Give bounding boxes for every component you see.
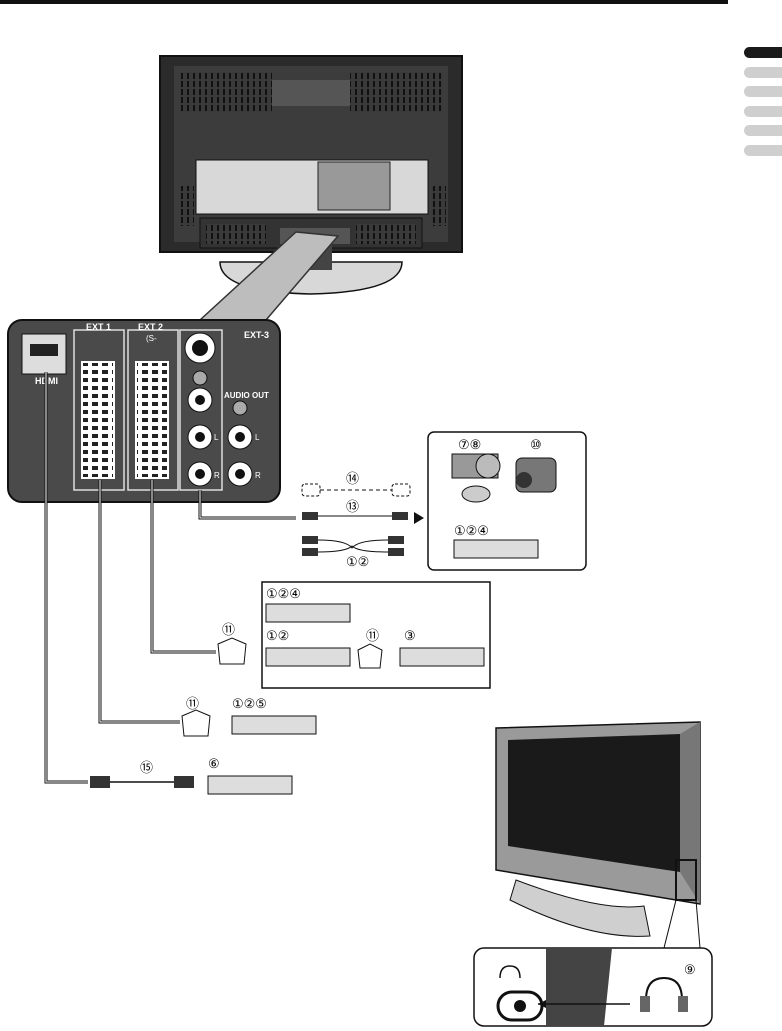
audio-out-label: AUDIO OUT xyxy=(224,391,269,400)
ext1-label: EXT 1 xyxy=(86,322,111,332)
section-tab-3[interactable] xyxy=(744,86,782,97)
top-rule xyxy=(0,0,728,4)
callout-6: ⑥ xyxy=(208,756,220,771)
callout-1-2-5: ①②⑤ xyxy=(232,696,267,711)
tv-front-view xyxy=(495,721,701,949)
right-channel-label: R xyxy=(214,471,220,480)
audio-right-label: R xyxy=(255,471,261,480)
callout-11-a: ⑪ xyxy=(222,622,235,637)
callout-9: ⑨ xyxy=(684,962,696,977)
callout-13: ⑬ xyxy=(346,499,359,514)
ext2-devices-box xyxy=(261,581,491,689)
headphones-icon xyxy=(645,976,683,1001)
callout-1-2-4-ext2: ①②④ xyxy=(266,586,301,601)
section-tab-6[interactable] xyxy=(744,145,782,156)
device-box-hdmi xyxy=(207,775,293,795)
section-tab-2[interactable] xyxy=(744,67,782,78)
headphone-detail xyxy=(473,947,713,1027)
callout-7-8: ⑦⑧ xyxy=(458,437,481,452)
ext2-sub-label: (S- xyxy=(146,334,157,343)
device-box-ext2-b xyxy=(265,647,351,667)
section-tab-1[interactable] xyxy=(744,47,782,58)
device-box-ext2-a xyxy=(265,603,351,623)
scart-adapter-ext2 xyxy=(217,637,247,665)
scart-adapter-ext1 xyxy=(181,709,211,737)
left-channel-label: L xyxy=(214,433,219,442)
section-tab-4[interactable] xyxy=(744,106,782,117)
callout-11-b: ⑪ xyxy=(366,628,379,643)
ext2-label: EXT 2 xyxy=(138,322,163,332)
callout-11-c: ⑪ xyxy=(186,696,199,711)
hdmi-cable-icon xyxy=(90,776,194,788)
device-box-ext3 xyxy=(453,539,539,559)
section-tab-5[interactable] xyxy=(744,125,782,136)
callout-3: ③ xyxy=(404,628,416,643)
callout-12: ①② xyxy=(346,554,369,569)
device-box-ext2-c xyxy=(399,647,485,667)
callout-15: ⑮ xyxy=(140,760,153,775)
callout-1-2: ①② xyxy=(266,628,289,643)
ext3-devices-box xyxy=(427,431,587,571)
device-box-ext1 xyxy=(231,715,317,735)
audio-left-label: L xyxy=(255,433,260,442)
callout-10: ⑩ xyxy=(530,437,542,452)
callout-14: ⑭ xyxy=(346,471,359,486)
ext3-label: EXT-3 xyxy=(244,330,269,340)
connector-panel: HDMI EXT 1 EXT 2 (S- EXT-3 AUDIO OUT L R… xyxy=(7,319,281,503)
scart-adapter-icon xyxy=(357,643,383,669)
callout-1-2-4-ext3: ①②④ xyxy=(454,523,489,538)
av-cables xyxy=(301,483,424,556)
